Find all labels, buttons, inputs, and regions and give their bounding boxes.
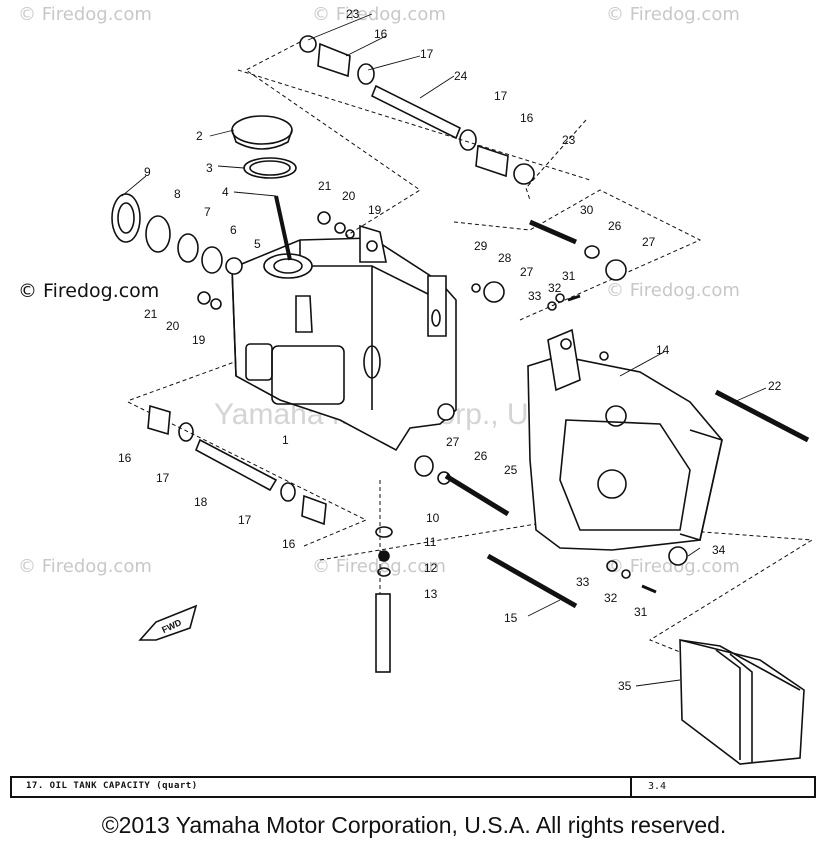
part-label-31: 31 [562,269,576,283]
part-label-18: 18 [194,495,208,509]
part-label-19b: 19 [192,333,206,347]
oil-tank [231,224,457,452]
part-label-25: 25 [504,463,518,477]
part-label-3: 3 [206,161,213,175]
part-label-26b: 26 [474,449,488,463]
part-label-21: 21 [318,179,332,193]
part-label-6: 6 [230,223,237,237]
part-label-24: 24 [454,69,468,83]
part-label-30: 30 [580,203,594,217]
part-label-2: 2 [196,129,203,143]
spec-table: 17. OIL TANK CAPACITY (quart) 3.4 [10,776,816,798]
part-label-32b: 32 [604,591,618,605]
spec-value: 3.4 [648,781,667,792]
part-label-12: 12 [424,561,438,575]
part-label-1: 1 [282,433,289,447]
part-label-10: 10 [426,511,440,525]
part-label-27b: 27 [520,265,534,279]
part-label-29: 29 [474,239,488,253]
part-label-9: 9 [144,165,151,179]
fwd-arrow: FWD [138,604,198,641]
leader-lines [121,13,767,687]
part-label-32: 32 [548,281,562,295]
part-label-31b: 31 [634,605,648,619]
watermark: © Firedog.com [312,556,446,577]
tool-pouch [679,638,805,765]
watermark: © Firedog.com [18,280,160,302]
part-label-23: 23 [346,7,360,21]
watermark: © Firedog.com [312,4,446,25]
part-label-14: 14 [656,343,670,357]
part-label-19: 19 [368,203,382,217]
part-label-26: 26 [608,219,622,233]
part-label-16c: 16 [118,451,132,465]
watermark: © Firedog.com [18,4,152,25]
part-label-33: 33 [528,289,542,303]
part-label-17c: 17 [156,471,170,485]
part-label-5: 5 [254,237,261,251]
watermark: © Firedog.com [18,556,152,577]
copyright-notice: ©2013 Yamaha Motor Corporation, U.S.A. A… [101,812,727,838]
part-label-11: 11 [424,535,437,549]
part-label-20: 20 [342,189,356,203]
side-cover [527,328,723,551]
table-divider [630,778,632,796]
part-label-8: 8 [174,187,181,201]
watermark: © Firedog.com [606,556,740,577]
part-label-20b: 20 [166,319,180,333]
watermark: © Firedog.com [606,4,740,25]
part-label-22: 22 [768,379,782,393]
part-label-33b: 33 [576,575,590,589]
part-label-34: 34 [712,543,726,557]
part-label-17b: 17 [494,89,508,103]
drain-assembly [375,526,393,673]
part-label-16d: 16 [282,537,296,551]
part-label-17d: 17 [238,513,252,527]
part-label-27c: 27 [446,435,460,449]
part-label-28: 28 [498,251,512,265]
part-label-23b: 23 [562,133,576,147]
hardware [197,211,810,609]
assembly-guide-lines [127,41,814,661]
part-label-17: 17 [420,47,434,61]
part-label-21b: 21 [144,307,158,321]
filler-cap-assembly [111,115,297,275]
part-label-35: 35 [618,679,632,693]
watermark: © Firedog.com [606,280,740,301]
spec-label: 17. OIL TANK CAPACITY (quart) [26,781,198,791]
part-label-15: 15 [504,611,518,625]
part-label-27: 27 [642,235,656,249]
part-label-16b: 16 [520,111,534,125]
part-labels: 1 2 3 4 5 6 7 8 9 10 11 12 13 14 15 16 1… [118,7,782,693]
left-pipe-assembly [147,404,327,526]
part-label-4: 4 [222,185,229,199]
part-label-16: 16 [374,27,388,41]
part-label-13: 13 [424,587,438,601]
part-label-7: 7 [204,205,211,219]
upper-pipe-assembly [299,35,535,185]
